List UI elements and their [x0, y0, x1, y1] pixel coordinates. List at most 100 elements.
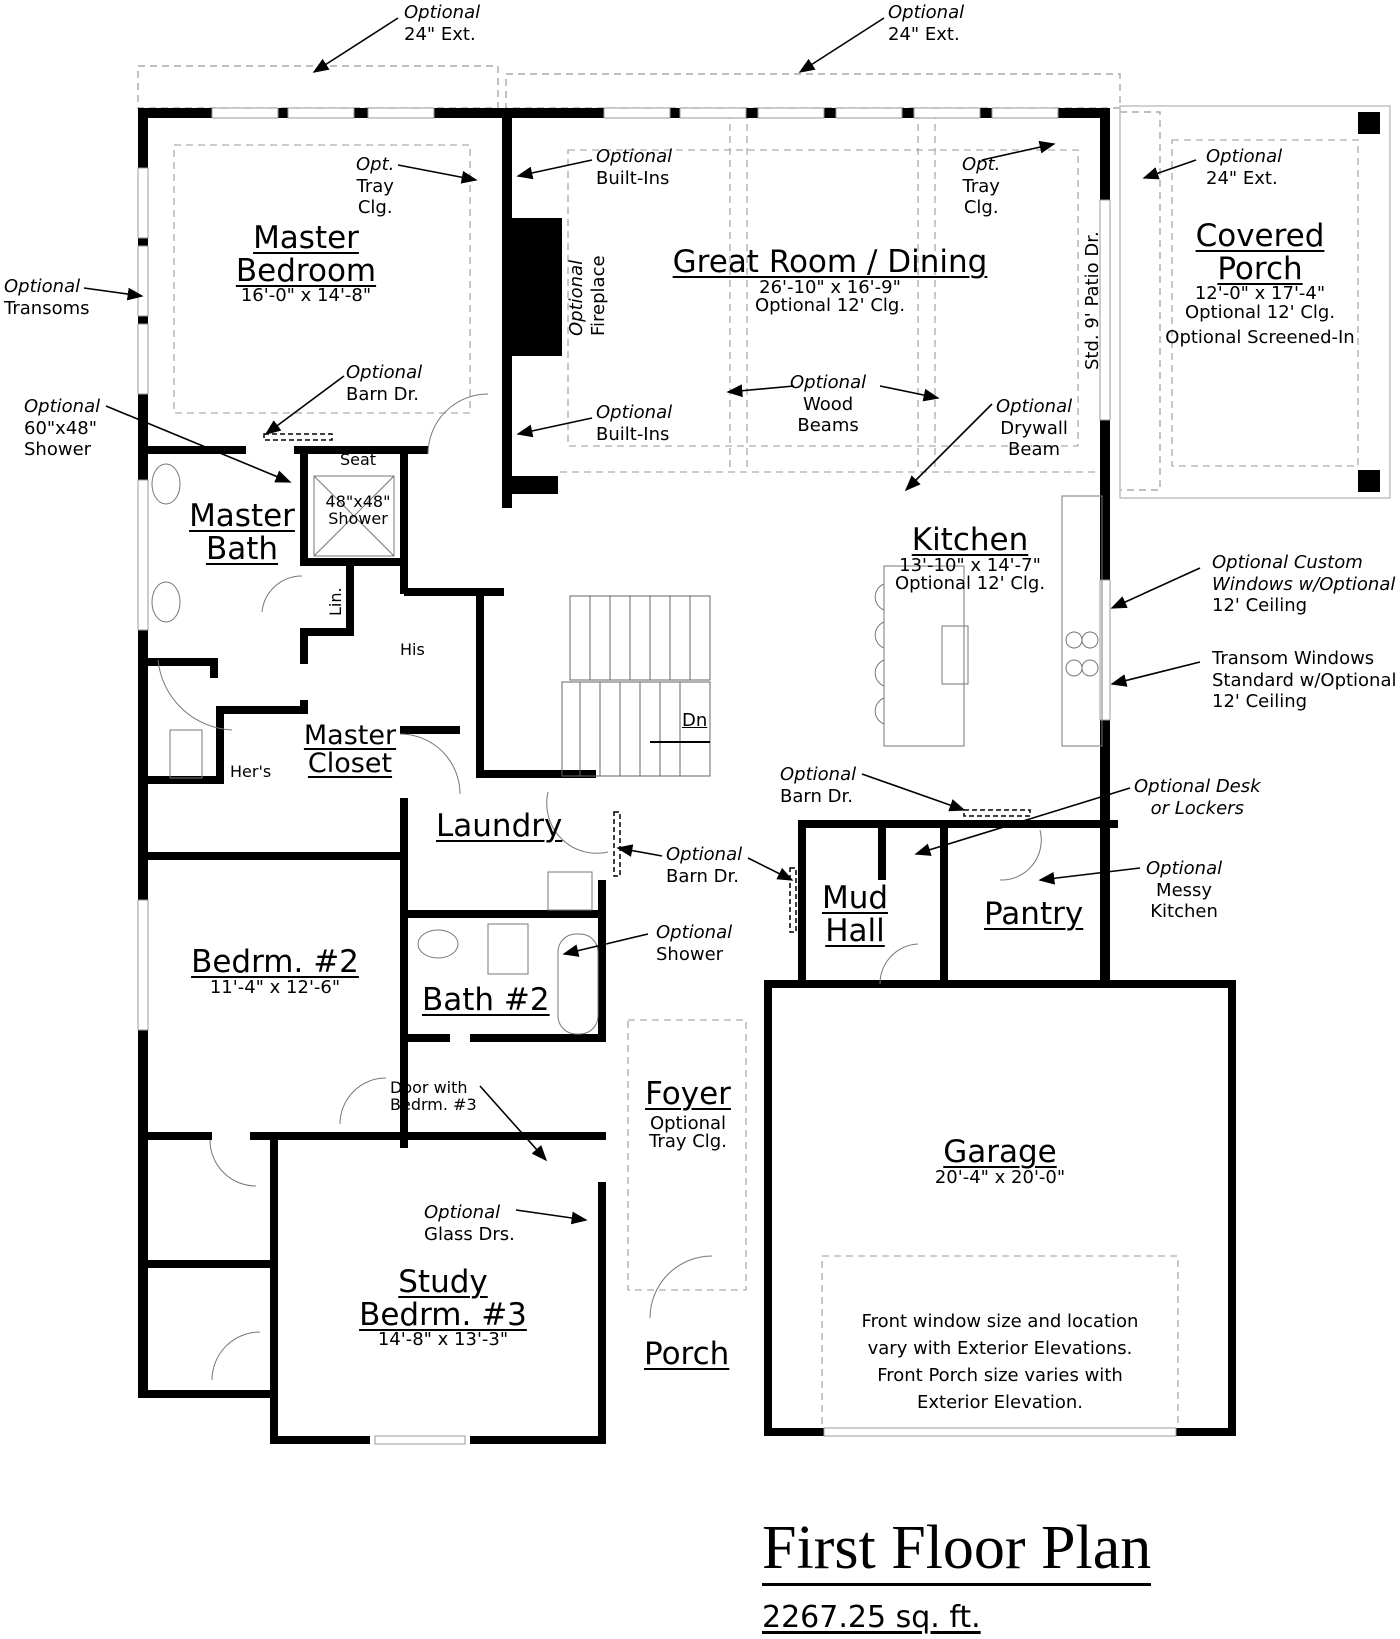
callout-line: Optional	[566, 259, 587, 336]
room-name: Bedrm. #2	[191, 944, 359, 980]
callout-line: Wood	[802, 393, 854, 415]
callout-line: Barn Dr.	[666, 865, 739, 887]
room-name: Foyer	[645, 1076, 731, 1112]
room-kitchen: Kitchen 13'-10" x 14'-7" Optional 12' Cl…	[880, 524, 1060, 594]
room-name: Porch	[1217, 250, 1303, 287]
room-name: Master	[303, 720, 397, 751]
room-master-bath: Master Bath	[188, 500, 296, 565]
room-dimensions: 20'-4" x 20'-0"	[934, 1166, 1066, 1188]
bath-fixtures	[151, 463, 599, 1035]
room-garage: Garage 20'-4" x 20'-0"	[900, 1136, 1100, 1187]
room-name: Mud	[821, 880, 889, 916]
room-note: Optional Screened-In	[1165, 326, 1355, 348]
callout-arrows	[83, 17, 1201, 1225]
callout-drywall-beam: Optional Drywall Beam	[996, 396, 1072, 461]
barn-door-indicators	[263, 433, 1031, 933]
callout-line: Optional	[424, 1202, 501, 1223]
room-mud-hall: Mud Hall	[810, 882, 900, 947]
callout-line: Barn Dr.	[780, 785, 853, 807]
label-his-closet: His	[400, 640, 425, 659]
callout-line: 24" Ext.	[888, 23, 960, 45]
callout-master-barn-door: Optional Barn Dr.	[346, 362, 422, 405]
callout-great-room-tray: Opt. Tray Clg.	[962, 154, 1000, 219]
callout-line: Optional Custom	[1212, 552, 1363, 573]
windows	[137, 107, 1177, 1445]
label-stairs-down: Dn	[682, 710, 708, 731]
room-name: Covered	[1195, 218, 1325, 254]
room-pantry: Pantry	[984, 896, 1084, 932]
callout-line: Optional	[1206, 146, 1283, 167]
callout-line: Tray	[356, 175, 394, 197]
plan-title: First Floor Plan	[762, 1515, 1152, 1587]
callout-line: Shower	[656, 943, 724, 965]
callout-door-bedrm3: Door with Bedrm. #3	[390, 1079, 477, 1114]
callout-line: Optional	[888, 2, 965, 23]
callout-transoms: Optional Transoms	[4, 276, 90, 319]
callout-line: Barn Dr.	[346, 383, 419, 405]
callout-line: 24" Ext.	[404, 23, 476, 45]
callout-line: Built-Ins	[596, 167, 670, 189]
room-name: Hall	[825, 912, 885, 949]
room-name: Kitchen	[911, 522, 1029, 558]
room-bath-2: Bath #2	[422, 982, 550, 1018]
label-shower-48x48: 48"x48" Shower	[312, 493, 404, 528]
room-great-room-dining: Great Room / Dining 26'-10" x 16'-9" Opt…	[660, 246, 1000, 316]
stairs	[561, 595, 711, 777]
callout-line: 12' Ceiling	[1212, 595, 1308, 617]
room-dimensions: 13'-10" x 14'-7"	[899, 554, 1041, 576]
room-name: Master	[253, 220, 359, 256]
room-dimensions: 26'-10" x 16'-9"	[759, 276, 901, 298]
callout-line: Standard w/Optional	[1212, 669, 1397, 691]
callout-line: Optional	[4, 276, 81, 297]
callout-line: 60"x48"	[24, 417, 98, 439]
room-study-bedroom-3: Study Bedrm. #3 14'-8" x 13'-3"	[358, 1266, 528, 1350]
callout-line: Beams	[797, 415, 859, 437]
callout-line: 24" Ext.	[1206, 167, 1278, 189]
room-note: Optional	[649, 1112, 727, 1134]
note-line: Front window size and location	[861, 1311, 1139, 1332]
callout-line: Messy	[1156, 879, 1213, 901]
callout-kitchen-barn-door: Optional Barn Dr.	[780, 764, 856, 807]
callout-optional-shower: Optional Shower	[656, 922, 732, 965]
room-note: Optional 12' Clg.	[1184, 301, 1336, 323]
callout-line: 12' Ceiling	[1212, 691, 1308, 713]
callout-line: Built-Ins	[596, 423, 670, 445]
callout-master-tray: Opt. Tray Clg.	[356, 154, 394, 219]
label-patio-door: Std. 9' Patio Dr.	[1082, 231, 1103, 370]
room-name: Master	[189, 498, 295, 534]
callout-line: Clg.	[357, 197, 393, 219]
callout-line: Windows w/Optional	[1212, 573, 1396, 595]
callout-line: Optional	[656, 922, 733, 943]
room-name: Bedrm. #3	[359, 1296, 527, 1333]
callout-line: Opt.	[356, 154, 395, 175]
shower-label: Shower	[328, 508, 388, 528]
callout-line: Glass Drs.	[424, 1223, 515, 1245]
room-name: Study	[398, 1264, 488, 1300]
callout-line: Shower	[24, 439, 92, 461]
callout-line: Optional	[346, 362, 423, 383]
callout-line: Drywall	[1000, 417, 1068, 439]
room-covered-porch: Covered Porch 12'-0" x 17'-4" Optional 1…	[1160, 220, 1360, 348]
callout-line: Optional	[996, 396, 1073, 417]
room-dimensions: 11'-4" x 12'-6"	[209, 976, 341, 998]
door-swings	[157, 393, 1042, 1381]
callout-line: Optional	[666, 844, 743, 865]
callout-builtins-bottom: Optional Built-Ins	[596, 402, 672, 445]
room-porch: Porch	[644, 1336, 730, 1372]
kitchen-fixtures	[874, 495, 1103, 747]
room-laundry: Laundry	[436, 808, 563, 844]
room-bedroom-2: Bedrm. #2 11'-4" x 12'-6"	[190, 946, 360, 997]
room-note: Tray Clg.	[649, 1131, 727, 1153]
plan-square-footage: 2267.25 sq. ft.	[762, 1600, 981, 1635]
callout-messy-kitchen: Optional Messy Kitchen	[1146, 858, 1222, 923]
room-dimensions: 14'-8" x 13'-3"	[377, 1329, 509, 1351]
callout-line: Optional Desk	[1134, 776, 1261, 797]
callout-ext-center: Optional 24" Ext.	[888, 2, 964, 45]
callout-line: Optional	[24, 396, 101, 417]
garage-elevation-note: Front window size and location vary with…	[830, 1308, 1170, 1416]
callout-line: Optional	[780, 764, 857, 785]
callout-line: Kitchen	[1150, 901, 1218, 923]
callout-line: Optional	[596, 146, 673, 167]
callout-line: Optional	[404, 2, 481, 23]
